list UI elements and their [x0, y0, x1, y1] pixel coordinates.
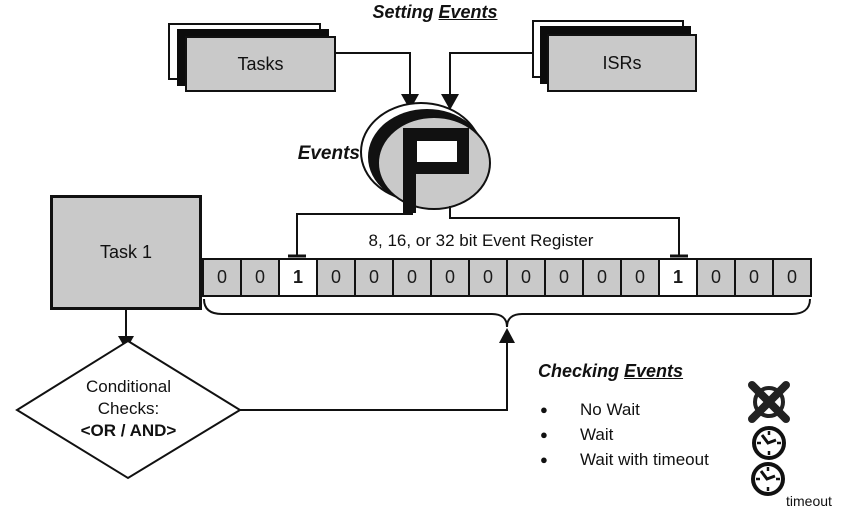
bit-cell-3: 0 — [316, 258, 356, 297]
bullet-icon: ● — [540, 402, 548, 417]
no-wait-crossed-clock-icon — [748, 381, 790, 423]
bit-cell-2: 1 — [278, 258, 318, 297]
conditional-line2: Checks: — [97, 399, 160, 418]
tasks-arrowhead-icon — [401, 94, 419, 110]
bit-cell-7: 0 — [468, 258, 508, 297]
bit-cell-9: 0 — [544, 258, 584, 297]
bit-cell-8: 0 — [506, 258, 546, 297]
bit-cell-6: 0 — [430, 258, 470, 297]
checking-item-1: ● Wait — [540, 422, 709, 447]
isrs-to-events-connector — [449, 52, 532, 96]
checking-item-2: ● Wait with timeout — [540, 447, 709, 472]
wait-timeout-clock-icon — [751, 462, 785, 496]
bullet-icon: ● — [540, 452, 548, 467]
checking-heading-prefix: Checking — [538, 361, 620, 381]
setting-events-title-underlined: Events — [438, 2, 498, 22]
checking-item-0: ● No Wait — [540, 397, 709, 422]
tasks-box: Tasks — [185, 36, 336, 92]
wait-clock-icon — [752, 426, 786, 460]
register-brace — [203, 298, 811, 328]
events-to-bit13-connector — [449, 206, 680, 256]
bit-cell-1: 0 — [240, 258, 280, 297]
bit-cell-13: 0 — [696, 258, 736, 297]
bit-cell-0: 0 — [202, 258, 242, 297]
isrs-arrowhead-icon — [441, 94, 459, 110]
check-arrowhead-icon — [499, 328, 515, 343]
events-flag-icon — [360, 102, 491, 213]
bullet-icon: ● — [540, 427, 548, 442]
tasks-to-events-connector — [336, 52, 411, 96]
bit-cell-15: 0 — [772, 258, 812, 297]
conditional-line3: <OR / AND> — [80, 421, 177, 440]
isrs-box: ISRs — [547, 34, 697, 92]
bit-cell-11: 0 — [620, 258, 660, 297]
tasks-label: Tasks — [237, 53, 284, 74]
checking-list: ● No Wait ● Wait ● Wait with timeout — [540, 397, 709, 472]
conditional-checks-text: Conditional Checks: <OR / AND> — [48, 376, 209, 442]
task1-box: Task 1 — [50, 195, 202, 310]
checking-heading-underlined: Events — [624, 361, 684, 381]
bit-cell-5: 0 — [392, 258, 432, 297]
bit-cell-12: 1 — [658, 258, 698, 297]
conditional-checks-diamond — [15, 339, 242, 480]
isrs-label: ISRs — [602, 52, 642, 73]
checking-item-label: No Wait — [580, 399, 640, 419]
setting-events-title-prefix: Setting — [372, 2, 434, 22]
events-to-bit3-connector — [296, 206, 413, 256]
timeout-label: timeout — [786, 493, 832, 509]
bit-cell-10: 0 — [582, 258, 622, 297]
task1-label: Task 1 — [99, 242, 153, 262]
bit-cell-4: 0 — [354, 258, 394, 297]
checking-item-label: Wait — [580, 424, 614, 444]
checking-item-label: Wait with timeout — [580, 449, 709, 469]
conditional-line1: Conditional — [85, 377, 172, 396]
diamond-to-register-connector — [240, 341, 508, 411]
events-label: Events — [297, 143, 360, 164]
bit-cell-14: 0 — [734, 258, 774, 297]
register-caption: 8, 16, or 32 bit Event Register — [368, 231, 594, 250]
